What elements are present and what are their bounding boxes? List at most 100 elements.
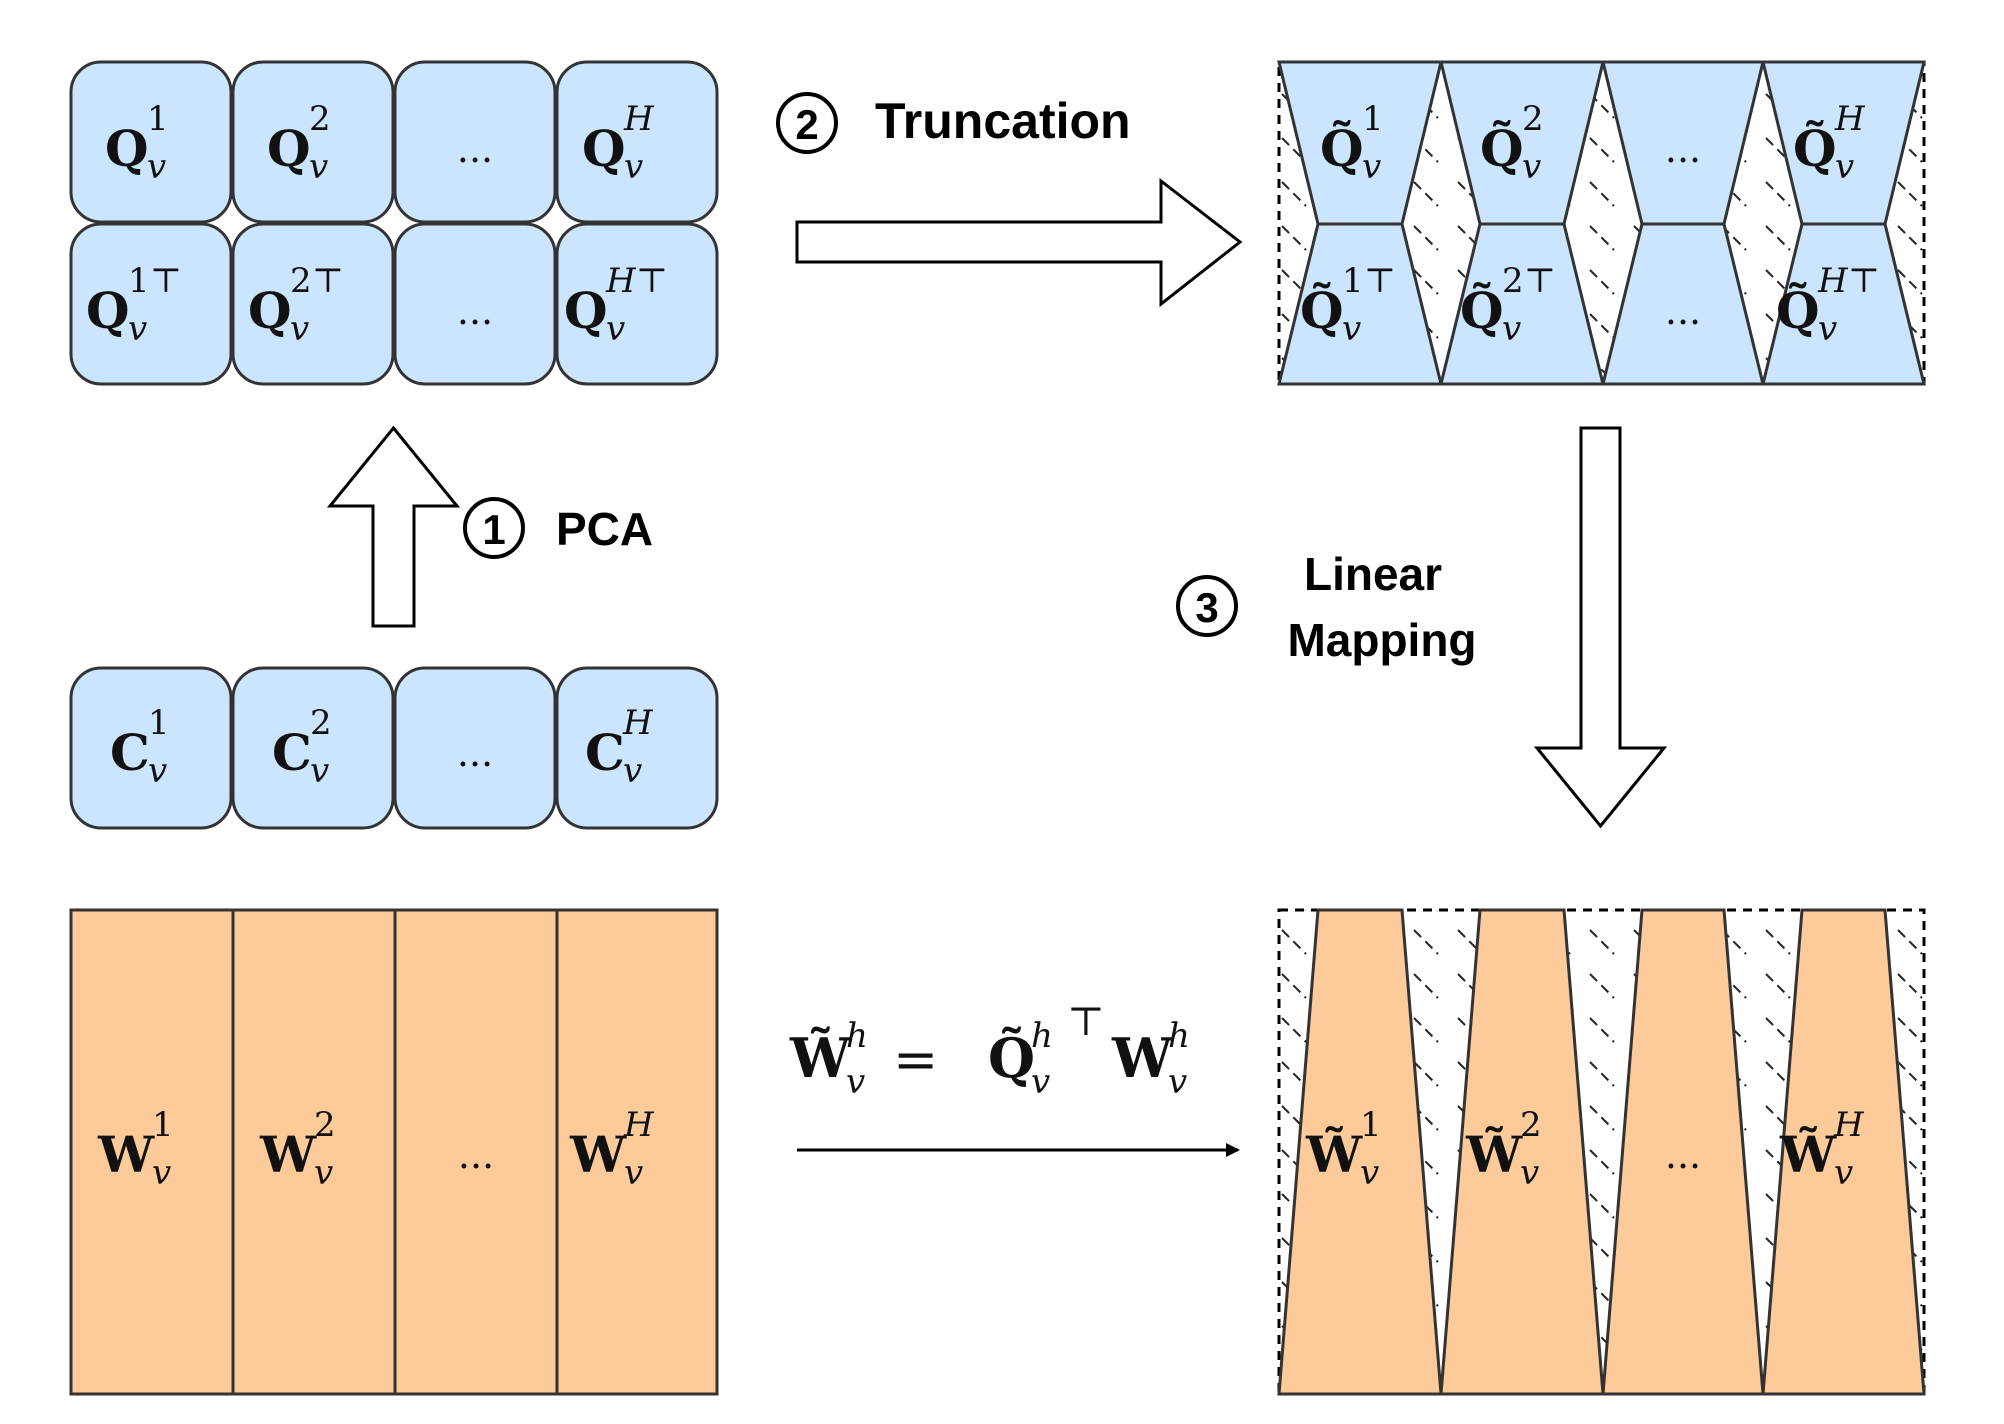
eq-q-sub: v: [1031, 1062, 1050, 1102]
eq-w-sup: h: [1168, 1016, 1190, 1056]
eq-lhs-sub: v: [846, 1062, 865, 1102]
q1-sup: 1: [147, 99, 169, 139]
c1-sub: v: [148, 751, 167, 791]
qtilde2-sup: 2: [1522, 99, 1544, 139]
eq-equals: =: [893, 1028, 938, 1091]
c2-sup: 2: [310, 703, 332, 743]
w-col-h: [555, 908, 719, 1396]
c-cell-2: [231, 666, 395, 830]
wh-sup: H: [623, 1105, 655, 1145]
truncated-q-grid: Q̃ 1 v Q̃ 2 v ... Q̃ H v Q̃ 1 ⊤ v Q̃ 2 ⊤…: [1277, 60, 1926, 386]
c-cell-ellipsis: [393, 666, 557, 830]
qtildeh-base: Q̃: [1793, 119, 1837, 178]
q-ellipsis: ...: [457, 127, 493, 171]
qt1-base: Q: [86, 281, 130, 340]
pca-label: PCA: [556, 503, 653, 555]
linear-mapping-step: 3 Linear Mapping: [1176, 426, 1668, 829]
eq-lhs-sup: h: [846, 1016, 868, 1056]
qtilde1-base: Q̃: [1320, 119, 1364, 178]
q1-sub: v: [147, 147, 166, 187]
ch-sub: v: [623, 751, 642, 791]
qtildeh-sup: H: [1834, 99, 1866, 139]
q-matrix-grid: Q 1 v Q 2 v ... Q H v Q 1 ⊤ v Q 2 ⊤ v ..…: [69, 60, 719, 386]
ch-base: C: [585, 723, 625, 782]
qt1-sup: 1: [128, 261, 150, 301]
qt2-base: Q: [248, 281, 292, 340]
wtilde1-sub: v: [1360, 1153, 1379, 1193]
qtilde-t2-base: Q̃: [1460, 281, 1504, 340]
wtildeh-sup: H: [1833, 1105, 1865, 1145]
qh-sup: H: [623, 99, 655, 139]
mapping-equation: W̃ h v = Q̃ h v ⊤ W h v: [789, 999, 1240, 1157]
c-cell-1: [69, 666, 233, 830]
qtilde-t1-sub: v: [1342, 309, 1361, 349]
wh-base: W: [569, 1125, 627, 1184]
w-matrix-block: W 1 v W 2 v ... W H v: [69, 908, 719, 1396]
qtilde1-sub: v: [1362, 147, 1381, 187]
down-arrow-icon: [1533, 426, 1668, 829]
q-row: [69, 60, 719, 224]
qtilde-t2-sup: 2: [1502, 261, 1524, 301]
eq-transpose: ⊤: [1067, 999, 1105, 1045]
q1-base: Q: [105, 119, 149, 178]
truncated-w-block: W̃ 1 v W̃ 2 v ... W̃ H v: [1277, 908, 1926, 1396]
wtilde2-sub: v: [1520, 1153, 1539, 1193]
qtilde-t-ellipsis: ...: [1665, 289, 1701, 333]
w2-sup: 2: [314, 1105, 336, 1145]
step-3-number: 3: [1195, 584, 1218, 631]
step-3-circle-icon: [1176, 575, 1238, 637]
w-col-ellipsis: [393, 908, 559, 1396]
w2-base: W: [259, 1125, 317, 1184]
qtilde-th-base: Q̃: [1776, 281, 1820, 340]
eq-w-base: W: [1111, 1026, 1174, 1090]
qt-cell-ellipsis: [393, 222, 557, 386]
qt1-sub: v: [128, 309, 147, 349]
qtilde-ellipsis: ...: [1665, 127, 1701, 171]
q2-sup: 2: [309, 99, 331, 139]
wtildeh-sub: v: [1834, 1153, 1853, 1193]
wtilde-col-h: [1761, 908, 1926, 1396]
qh-base: Q: [582, 119, 626, 178]
truncation-label: Truncation: [875, 93, 1131, 149]
linear-mapping-label-line2: Mapping: [1287, 614, 1476, 666]
eq-q-base: Q̃: [988, 1026, 1035, 1090]
qtilde-th-sup: H: [1817, 261, 1849, 301]
qt2-sup: 2: [290, 261, 312, 301]
qtilde-t1-base: Q̃: [1300, 281, 1344, 340]
qtildeh-sub: v: [1835, 147, 1854, 187]
qtilde-t2-sub: v: [1502, 309, 1521, 349]
linear-mapping-label-line1: Linear: [1304, 548, 1442, 600]
q-cell-2: [231, 60, 395, 224]
qtilde2-base: Q̃: [1480, 119, 1524, 178]
qt2-sub: v: [290, 309, 309, 349]
w1-sup: 1: [152, 1105, 174, 1145]
right-arrow-icon: [795, 177, 1243, 308]
qtilde2-sub: v: [1522, 147, 1541, 187]
qtilde-th-sub: v: [1818, 309, 1837, 349]
qtilde-t1-transpose: ⊤: [1364, 261, 1396, 301]
w-ellipsis: ...: [458, 1133, 494, 1177]
qtilde-t-cell-h: [1761, 222, 1926, 386]
step-2-circle-icon: [776, 92, 838, 154]
c1-base: C: [110, 723, 150, 782]
qt-cell-1: [69, 222, 233, 386]
qth-sub: v: [606, 309, 625, 349]
qt-ellipsis: ...: [457, 289, 493, 333]
wh-sub: v: [624, 1153, 643, 1193]
c1-sup: 1: [148, 703, 170, 743]
step-2-number: 2: [795, 101, 818, 148]
c-cell-h: [555, 666, 719, 830]
step-1-number: 1: [482, 506, 505, 553]
pca-step: 1 PCA: [326, 425, 653, 628]
wtildeh-base: W̃: [1779, 1125, 1837, 1184]
qtilde-t2-transpose: ⊤: [1524, 261, 1556, 301]
qth-base: Q: [564, 281, 608, 340]
truncation-step: 2 Truncation: [776, 92, 1243, 308]
c-matrix-row: C 1 v C 2 v ... C H v: [69, 666, 719, 830]
c2-base: C: [272, 723, 312, 782]
q-cell-1: [69, 60, 233, 224]
w1-base: W: [97, 1125, 155, 1184]
qth-sup: H: [605, 261, 637, 301]
